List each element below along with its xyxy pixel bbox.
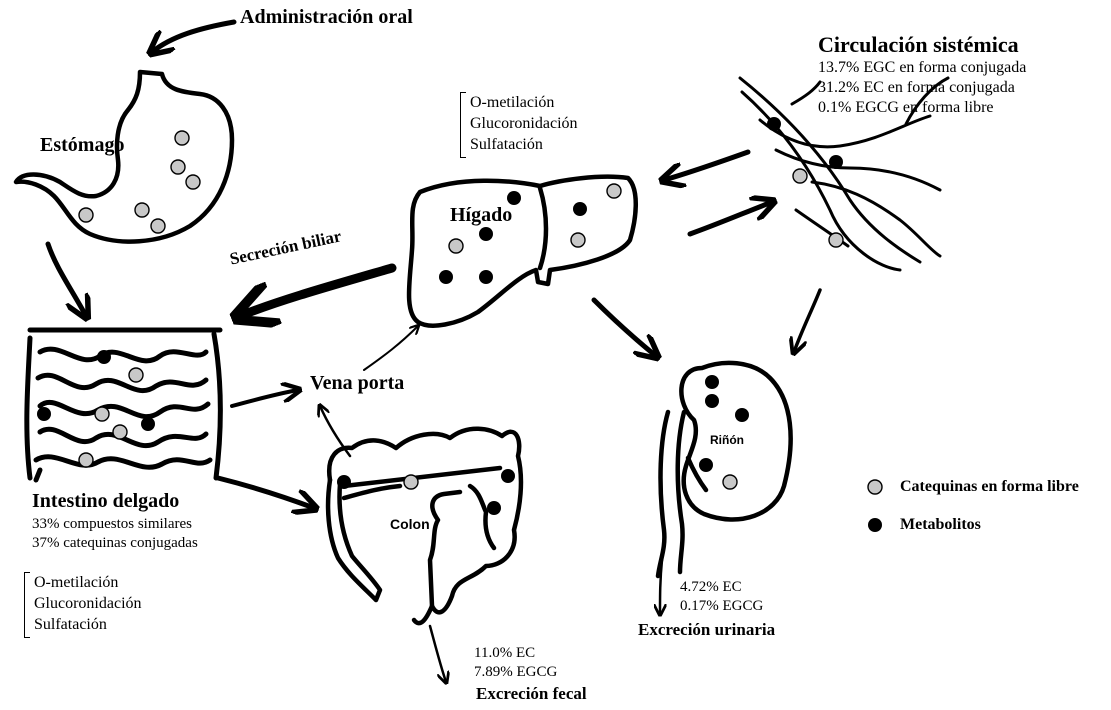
metabolite-dot (705, 375, 719, 389)
metabolite-dot (699, 458, 713, 472)
arrow-stomach-to-intestine (48, 244, 86, 316)
metabolite-dot (573, 202, 587, 216)
fecal-excretion-label: Excreción fecal (476, 684, 587, 704)
free-catechin-dot (79, 208, 93, 222)
metabolite-dots (37, 117, 843, 515)
arrow-intestine-to-colon (218, 478, 314, 508)
free-catechin-dot (135, 203, 149, 217)
intestine-data-line: 37% catequinas conjugadas (32, 534, 198, 553)
intestine-process-item: O-metilación (34, 572, 142, 593)
metabolite-dot (479, 227, 493, 241)
kidney-label: Riñón (710, 434, 744, 448)
arrow-liver-to-circulation (690, 202, 772, 234)
free-catechin-dot (113, 425, 127, 439)
circulation-data-line: 0.1% EGCG en forma libre (818, 98, 1026, 118)
free-catechin-dot (449, 239, 463, 253)
urinary-data: 4.72% EC 0.17% EGCG (680, 578, 763, 616)
intestine-data: 33% compuestos similares 37% catequinas … (32, 515, 198, 553)
free-catechin-dot (571, 233, 585, 247)
arrow-circulation-to-liver (664, 152, 748, 180)
metabolite-dot (829, 155, 843, 169)
metabolite-dot (487, 501, 501, 515)
free-catechin-dot (175, 131, 189, 145)
fecal-data-line: 7.89% EGCG (474, 663, 557, 682)
free-catechin-dot (129, 368, 143, 382)
urinary-excretion-label: Excreción urinaria (638, 620, 775, 640)
metabolite-dot (337, 475, 351, 489)
metabolite-dot (705, 394, 719, 408)
arrow-liver-to-kidney (594, 300, 656, 356)
stomach-label: Estómago (40, 134, 124, 157)
urinary-data-line: 0.17% EGCG (680, 597, 763, 616)
metabolite-dot (767, 117, 781, 131)
free-catechin-dot (723, 475, 737, 489)
arrow-kidney-to-urinary (660, 560, 662, 614)
circulation-data: 13.7% EGC en forma conjugada 31.2% EC en… (818, 58, 1026, 118)
free-catechin-dot (186, 175, 200, 189)
systemic-circulation-label: Circulación sistémica (818, 32, 1019, 57)
free-catechin-dot (151, 219, 165, 233)
liver-label: Hígado (450, 204, 512, 227)
portal-vein-label: Vena porta (310, 372, 404, 395)
legend-free-label: Catequinas en forma libre (900, 478, 1079, 496)
fecal-data: 11.0% EC 7.89% EGCG (474, 644, 557, 682)
circulation-data-line: 31.2% EC en forma conjugada (818, 78, 1026, 98)
intestine-process-bracket (24, 572, 30, 638)
arrow-colon-to-fecal (430, 626, 446, 682)
circulation-data-line: 13.7% EGC en forma conjugada (818, 58, 1026, 78)
liver-process-item: Glucoronidación (470, 113, 578, 134)
small-intestine-organ (27, 330, 220, 480)
intestine-process-item: Sulfatación (34, 614, 142, 635)
metabolite-dot (479, 270, 493, 284)
metabolite-dot (735, 408, 749, 422)
arrow-circulation-to-kidney (794, 290, 820, 352)
arrow-colon-to-portal (320, 406, 350, 456)
liver-process-bracket (460, 92, 466, 158)
kidney-organ (658, 363, 791, 576)
liver-organ (409, 177, 636, 326)
free-catechin-dot (793, 169, 807, 183)
liver-processes: O-metilación Glucoronidación Sulfatación (470, 92, 578, 155)
metabolite-dot (141, 417, 155, 431)
colon-label: Colon (390, 516, 430, 532)
intestine-process-item: Glucoronidación (34, 593, 142, 614)
metabolite-dot (37, 407, 51, 421)
legend-metabolite-swatch (866, 516, 884, 534)
arrow-biliary-secretion (240, 268, 392, 316)
liver-process-item: O-metilación (470, 92, 578, 113)
free-catechin-dot (95, 407, 109, 421)
metabolite-dot (97, 350, 111, 364)
metabolite-dot (507, 191, 521, 205)
liver-process-item: Sulfatación (470, 134, 578, 155)
free-catechin-dot (171, 160, 185, 174)
intestine-data-line: 33% compuestos similares (32, 515, 198, 534)
free-catechin-dot (607, 184, 621, 198)
arrow-oral-to-stomach (152, 22, 234, 52)
free-catechin-dot (404, 475, 418, 489)
metabolite-dot (501, 469, 515, 483)
fecal-data-line: 11.0% EC (474, 644, 557, 663)
metabolite-dot (439, 270, 453, 284)
arrow-portal-to-liver (364, 326, 418, 370)
oral-administration-label: Administración oral (240, 6, 413, 29)
legend-free-swatch (866, 478, 884, 496)
intestine-processes: O-metilación Glucoronidación Sulfatación (34, 572, 142, 635)
small-intestine-label: Intestino delgado (32, 490, 179, 513)
arrow-intestine-to-portal (232, 390, 298, 406)
free-catechin-dot (829, 233, 843, 247)
urinary-data-line: 4.72% EC (680, 578, 763, 597)
free-catechin-dot (79, 453, 93, 467)
legend-metabolite-label: Metabolitos (900, 516, 981, 534)
